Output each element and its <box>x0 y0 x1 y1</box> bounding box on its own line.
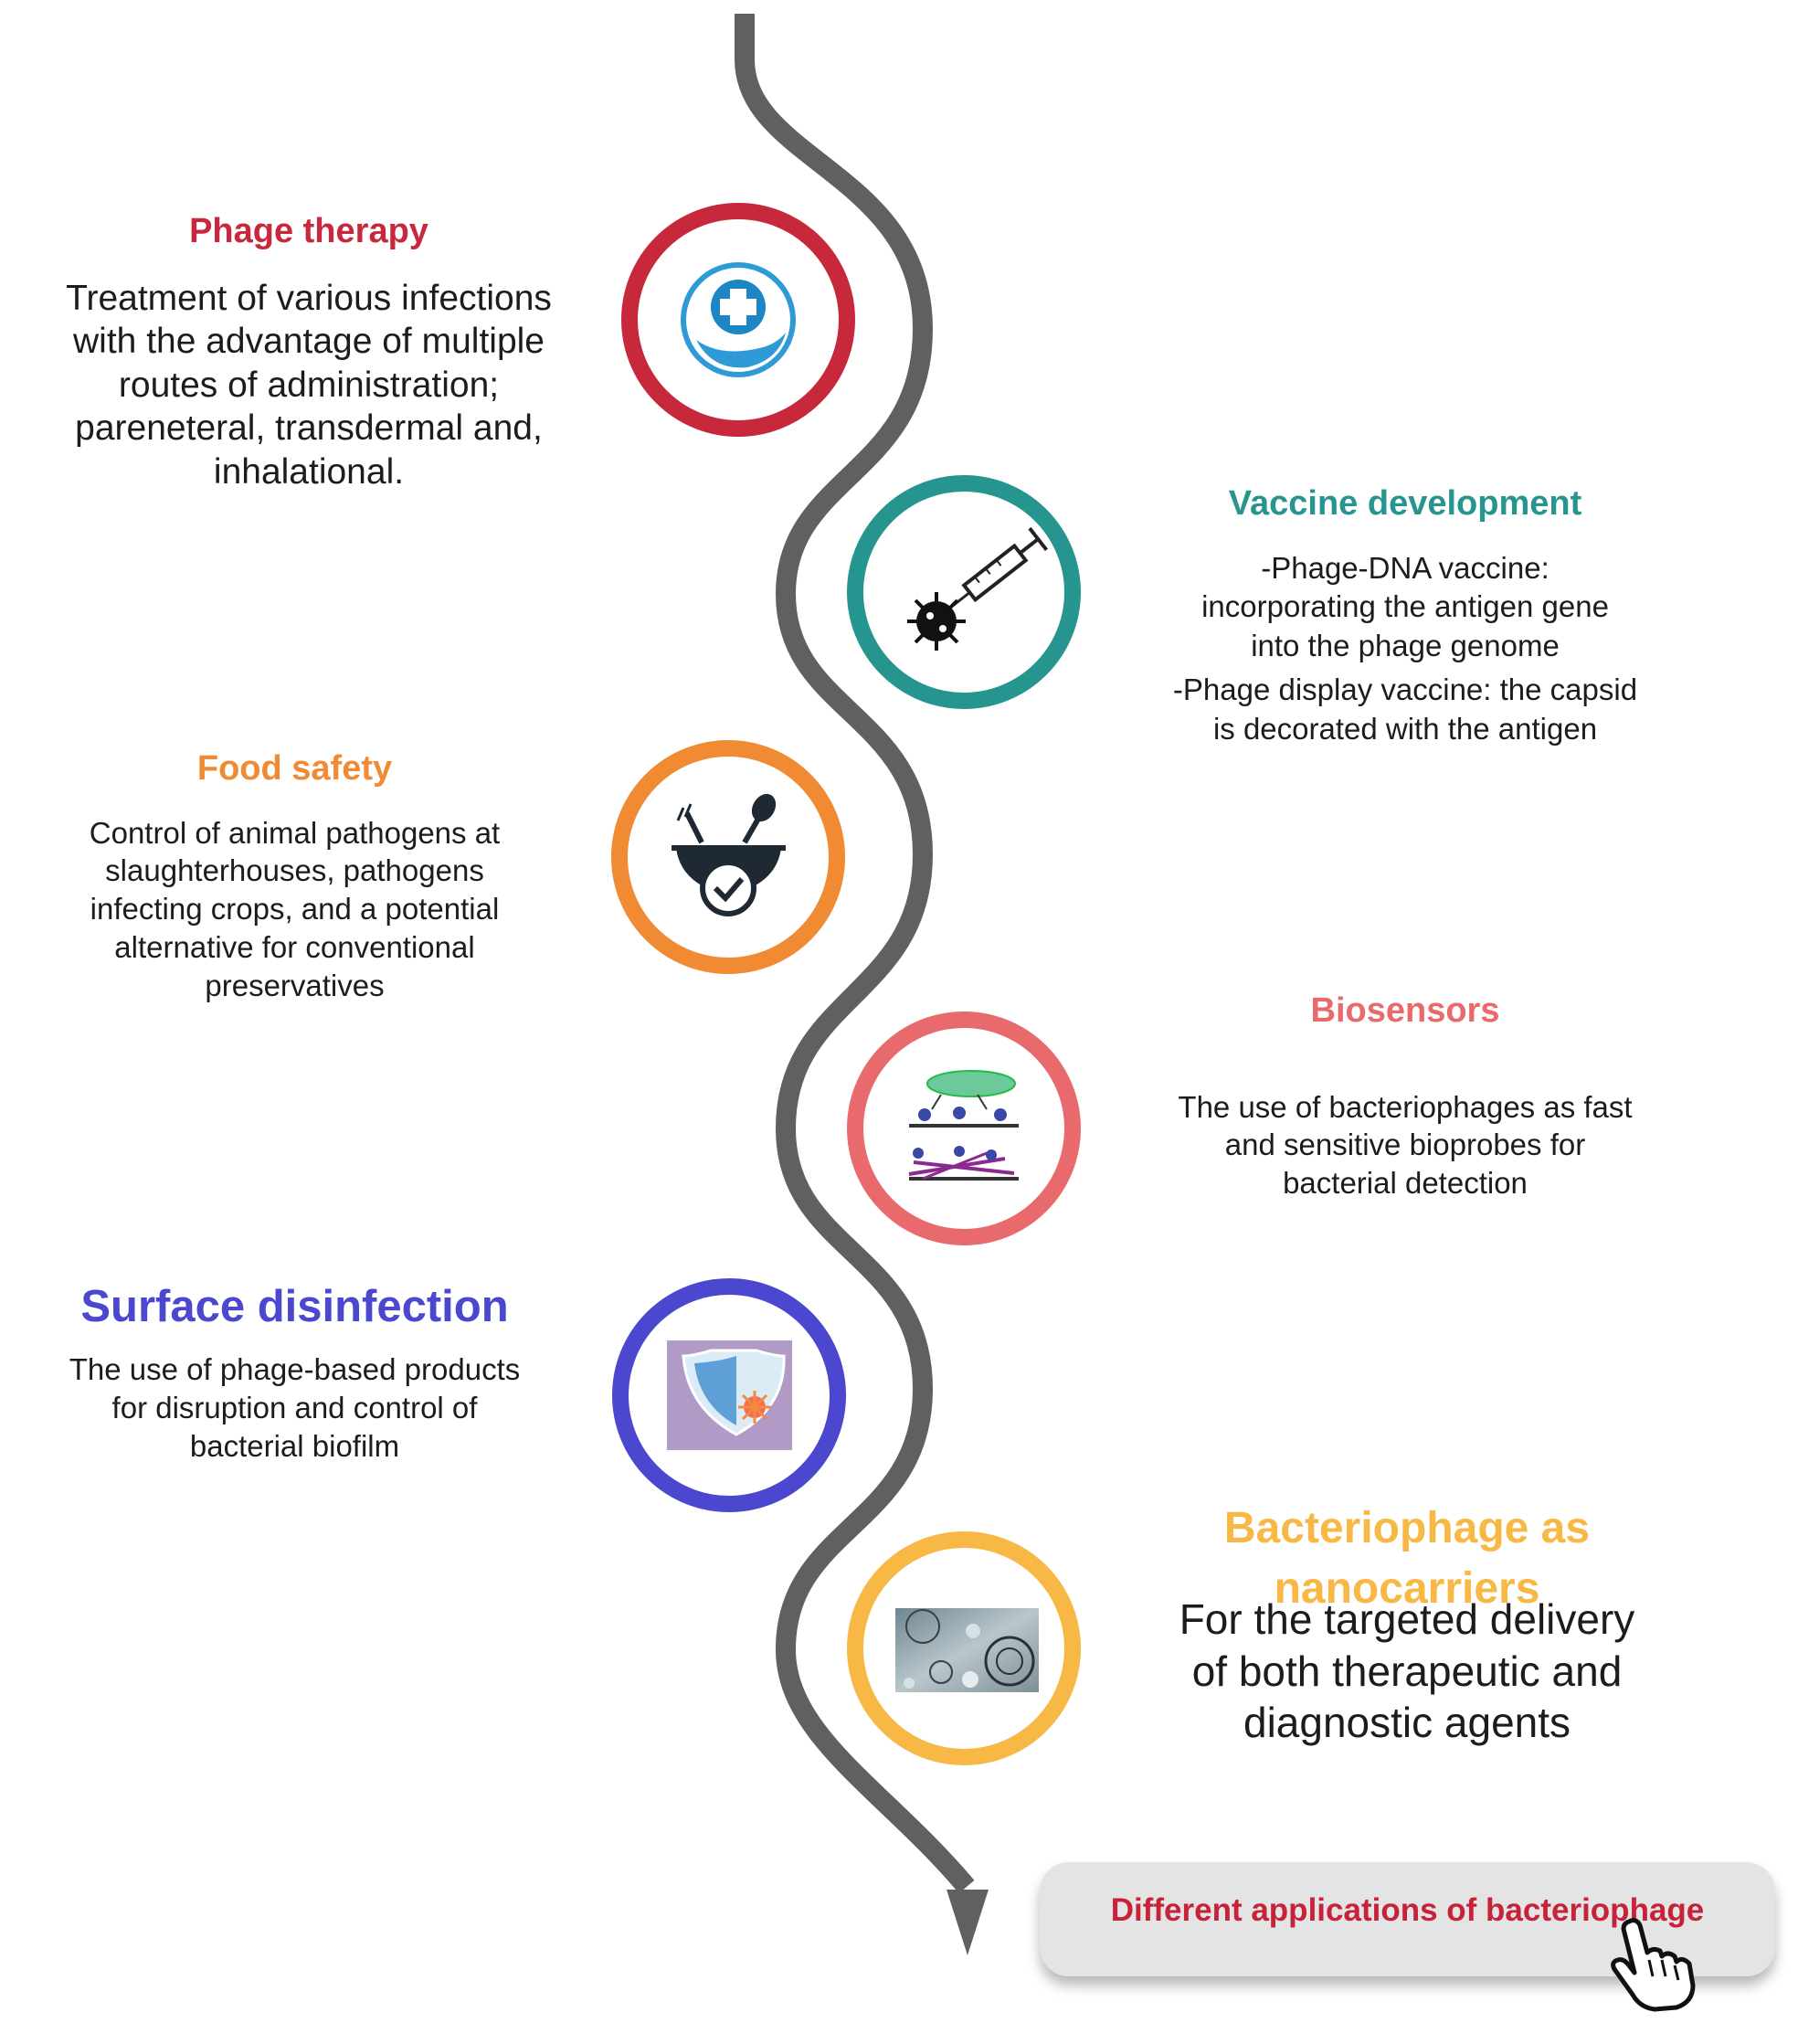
nanocarriers-description: For the targeted delivery of both therap… <box>1087 1594 1727 1747</box>
nanoparticles-icon <box>895 1608 1039 1692</box>
surface-disinfection-title: Surface disinfection <box>80 1282 509 1331</box>
phage-therapy-title: Phage therapy <box>189 212 428 250</box>
description-line: diagnostic agents <box>1243 1698 1571 1746</box>
description-line: bacterial detection <box>1283 1166 1528 1201</box>
title-line: nanocarriers <box>1274 1564 1540 1614</box>
food-safety-description: Control of animal pathogens at slaughter… <box>9 814 580 1006</box>
food-bowl-check-icon <box>672 793 786 916</box>
shield-bacteria-icon <box>667 1340 792 1450</box>
phage-therapy-description: Treatment of various infections with the… <box>7 277 610 494</box>
caption-box: Different applications of bacteriophage <box>1040 1862 1775 2012</box>
nanocarriers-title: Bacteriophage as nanocarriers <box>1087 1499 1727 1619</box>
description-line: The use of bacteriophages as fast <box>1178 1089 1633 1124</box>
food-safety-title: Food safety <box>196 749 393 788</box>
description-line: into the phage genome <box>1251 629 1560 663</box>
nanocarriers-block: Bacteriophage as nanocarriers For the ta… <box>1087 1499 1727 1748</box>
description-line: Control of animal pathogens at <box>89 815 501 850</box>
biosensor-surface-icon <box>908 1070 1019 1181</box>
description-line: bacterial biofilm <box>189 1428 400 1463</box>
phage-therapy-block: Phage therapy Treatment of various infec… <box>7 212 610 493</box>
description-line: For the targeted delivery <box>1179 1595 1635 1644</box>
title-line: Bacteriophage as <box>1223 1504 1591 1552</box>
description-line: The use of phage-based products <box>69 1351 521 1386</box>
description-line: infecting crops, and a potential <box>90 892 500 927</box>
surface-disinfection-icon-circle <box>612 1278 846 1512</box>
description-line: alternative for conventional <box>114 930 475 965</box>
description-line: and sensitive bioprobes for <box>1224 1128 1586 1162</box>
food-safety-block: Food safety Control of animal pathogens … <box>9 749 580 1005</box>
description-line: Treatment of various infections <box>66 278 552 318</box>
biosensors-icon-circle <box>847 1011 1081 1245</box>
biosensors-description: The use of bacteriophages as fast and se… <box>1095 1088 1716 1203</box>
phage-therapy-icon-circle <box>621 203 855 437</box>
vaccine-development-icon-circle <box>847 475 1081 709</box>
biosensors-block: Biosensors The use of bacteriophages as … <box>1095 991 1716 1202</box>
nanocarriers-icon-circle <box>847 1531 1081 1765</box>
description-line: preservatives <box>205 969 385 1003</box>
description-line: inhalational. <box>213 451 405 492</box>
medical-cross-hand-icon <box>681 262 796 377</box>
biosensors-title: Biosensors <box>1310 991 1500 1030</box>
description-line: slaughterhouses, pathogens <box>105 853 484 888</box>
description-line: pareneteral, transdermal and, <box>75 408 543 449</box>
surface-disinfection-block: Surface disinfection The use of phage-ba… <box>0 1282 589 1466</box>
vaccine-development-title: Vaccine development <box>1228 484 1582 523</box>
food-safety-icon-circle <box>611 740 845 974</box>
surface-disinfection-description: The use of phage-based products for disr… <box>0 1350 589 1466</box>
description-line: of both therapeutic and <box>1191 1647 1623 1695</box>
description-line: with the advantage of multiple <box>73 322 545 362</box>
caption-text: Different applications of bacteriophage <box>1110 1891 1705 1928</box>
description-line: routes of administration; <box>118 365 500 405</box>
pointing-hand-icon <box>1611 1918 1696 2012</box>
description-line: for disruption and control of <box>111 1390 478 1424</box>
description-line: -Phage-DNA vaccine: <box>1261 550 1549 585</box>
vaccine-development-description: -Phage-DNA vaccine: incorporating the an… <box>1095 549 1716 749</box>
timeline-arrowhead <box>947 1890 989 1955</box>
syringe-virus-icon <box>907 526 1049 651</box>
description-line: is decorated with the antigen <box>1212 712 1598 747</box>
description-line: incorporating the antigen gene <box>1201 589 1609 624</box>
description-line: -Phage display vaccine: the capsid <box>1172 673 1638 707</box>
wavy-timeline-path <box>735 14 975 1894</box>
vaccine-development-block: Vaccine development -Phage-DNA vaccine: … <box>1095 484 1716 749</box>
